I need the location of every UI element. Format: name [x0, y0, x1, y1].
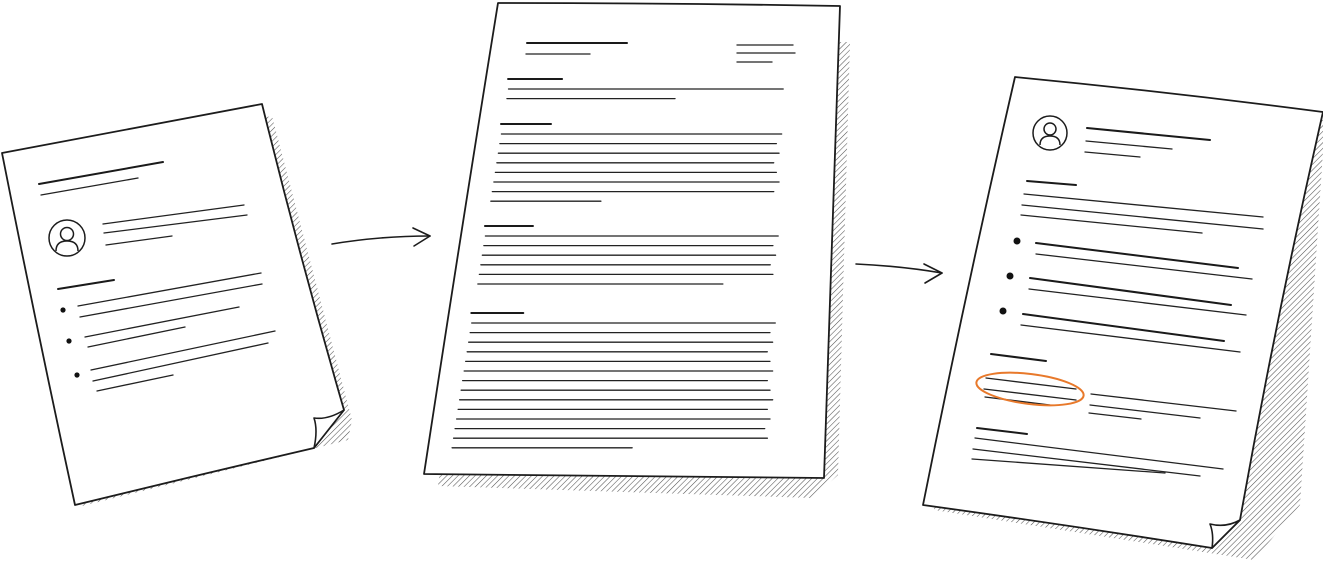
document-lines	[971, 115, 1264, 477]
highlight-ellipse-icon	[975, 371, 1085, 407]
bullet-dot-icon	[60, 307, 66, 313]
short-resume-document	[1, 103, 352, 506]
folded-corner	[313, 409, 345, 449]
document-lines	[38, 161, 276, 392]
highlighted-item	[975, 371, 1085, 407]
bullet-dot-icon	[74, 372, 80, 378]
arrow-right-icon	[855, 263, 943, 284]
long-text-document	[423, 2, 850, 498]
avatar	[1032, 115, 1068, 151]
folded-corner	[1209, 519, 1241, 549]
bullet-dot-icon	[66, 338, 72, 344]
arrow-right-icon	[331, 227, 431, 247]
structured-resume-document	[922, 76, 1323, 560]
bullet-dot-icon	[999, 307, 1007, 315]
avatar	[48, 219, 86, 257]
paper-sheet	[423, 2, 841, 479]
document-lines	[451, 42, 796, 449]
bullet-dot-icon	[1013, 237, 1021, 245]
bullet-dot-icon	[1006, 272, 1014, 280]
paper-sheet	[1, 103, 345, 506]
